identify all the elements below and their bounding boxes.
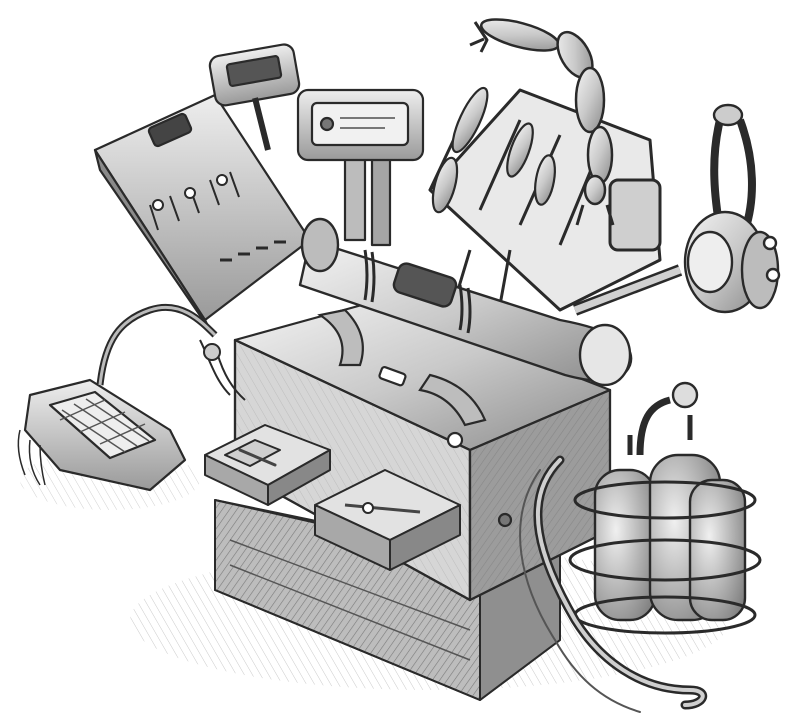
panel-cables — [199, 339, 246, 401]
side-arms — [431, 86, 556, 214]
main-cylinder — [298, 217, 633, 387]
display-unit — [296, 88, 425, 247]
floor-hose — [519, 455, 707, 713]
small-monitor — [208, 43, 301, 151]
table-body — [233, 298, 612, 602]
surgical-lamp — [572, 103, 781, 316]
control-panel — [93, 93, 312, 332]
gas-tanks — [568, 381, 762, 635]
handheld-device — [17, 303, 218, 492]
drawer-left — [204, 424, 331, 506]
drawer-right — [314, 469, 461, 571]
robotic-arm — [469, 18, 615, 226]
restraint-clamps — [317, 308, 487, 427]
